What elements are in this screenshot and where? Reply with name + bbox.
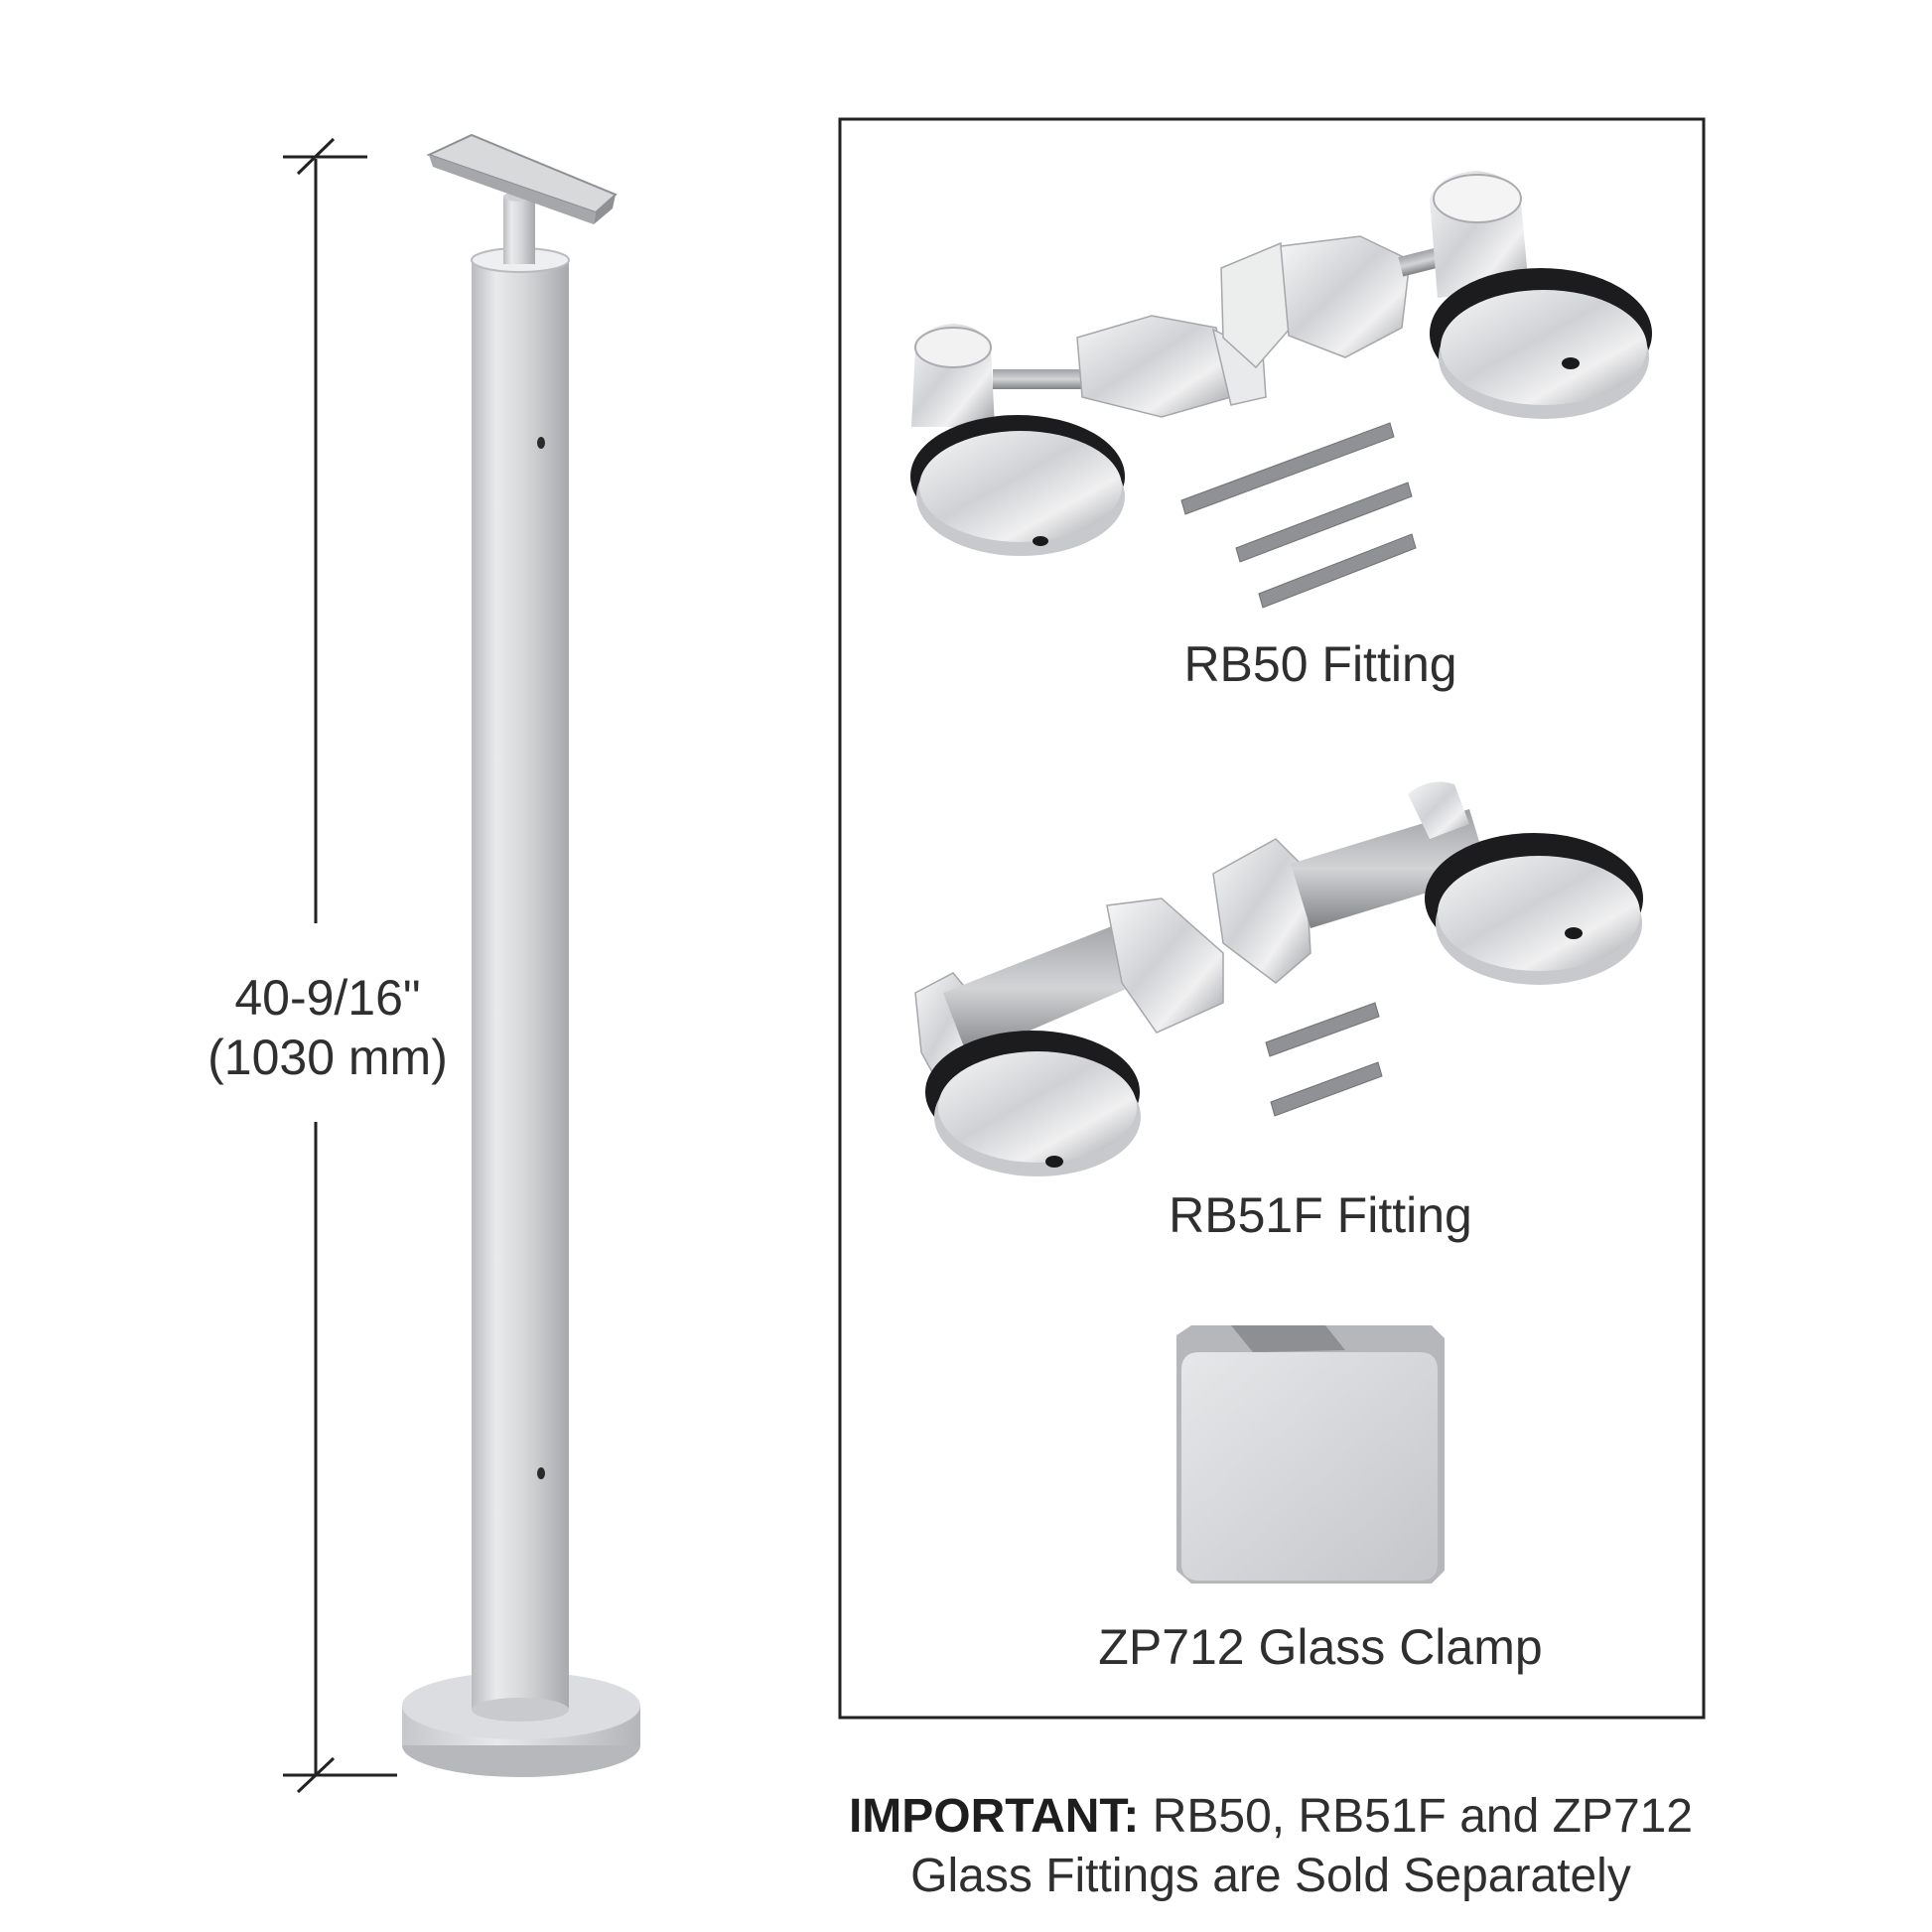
rb50-fitting-caption: RB50 Fitting [1183, 636, 1457, 692]
saddle-end-edge [594, 195, 616, 224]
zp712-clamp-face [1181, 1352, 1438, 1581]
rb51f-left-arm [943, 918, 1152, 1057]
rb51f-fitting-image [914, 781, 1643, 1176]
rb51f-right-upright [1408, 781, 1469, 839]
rb50-right-knuckle [1220, 241, 1292, 369]
zp712-clamp-image [1176, 1325, 1445, 1584]
height-dimension [283, 137, 397, 1794]
rb51f-right-disk-hole [1565, 927, 1583, 939]
post-foot [472, 1698, 569, 1722]
zp712-clamp-caption: ZP712 Glass Clamp [1098, 1619, 1543, 1675]
rb51f-left-disk-hole [1045, 1156, 1063, 1168]
important-note-products: RB50, RB51F and ZP712 [1152, 1790, 1694, 1843]
zp712-clamp-slot [1231, 1325, 1345, 1352]
rb51f-pin-1 [1265, 1002, 1380, 1057]
rb50-fitting-image [910, 171, 1652, 609]
important-note-line-1: IMPORTANT: RB50, RB51F and ZP712 [774, 1787, 1767, 1847]
post-hole-upper [537, 437, 545, 449]
rb50-right-cone [1280, 235, 1411, 358]
rb51f-right-disk [1438, 856, 1640, 971]
important-note-line-2: Glass Fittings are Sold Separately [910, 1850, 1631, 1902]
rb50-left-disk [919, 431, 1122, 542]
important-note: IMPORTANT: RB50, RB51F and ZP712 Glass F… [774, 1787, 1767, 1906]
saddle-front-edge [429, 155, 596, 224]
railing-post [402, 133, 640, 1777]
rb51f-right-arm [1291, 809, 1489, 928]
rb50-left-disk-hole [1033, 536, 1048, 546]
fittings-frame [838, 117, 1706, 1720]
rb50-left-barrel-top [914, 327, 992, 368]
dimension-slash-top [296, 137, 336, 176]
rb50-left-cone [1076, 315, 1232, 418]
rb50-left-rod [993, 369, 1082, 389]
rb50-right-barrel-top [1433, 174, 1522, 223]
rb51f-left-knuckle [1106, 897, 1224, 1034]
rb51f-fitting-caption: RB51F Fitting [1169, 1187, 1472, 1243]
important-note-lead: IMPORTANT: [848, 1790, 1140, 1843]
dimension-imperial: 40-9/16" [234, 970, 421, 1026]
rb51f-left-disk [938, 1051, 1137, 1163]
rb50-pin-1 [1180, 422, 1395, 515]
post-hole-lower [537, 1467, 545, 1479]
rb50-right-disk [1441, 290, 1647, 405]
saddle-stem [503, 197, 535, 264]
post-tube [472, 260, 569, 1710]
rb50-pin-3 [1258, 533, 1417, 609]
rb50-right-disk-hole [1562, 357, 1580, 369]
dimension-slash-bottom [296, 1756, 336, 1794]
rb51f-right-knuckle [1212, 838, 1311, 984]
rb51f-pin-2 [1270, 1061, 1383, 1117]
dimension-metric: (1030 mm) [207, 1030, 448, 1085]
rb50-pin-2 [1235, 482, 1413, 563]
